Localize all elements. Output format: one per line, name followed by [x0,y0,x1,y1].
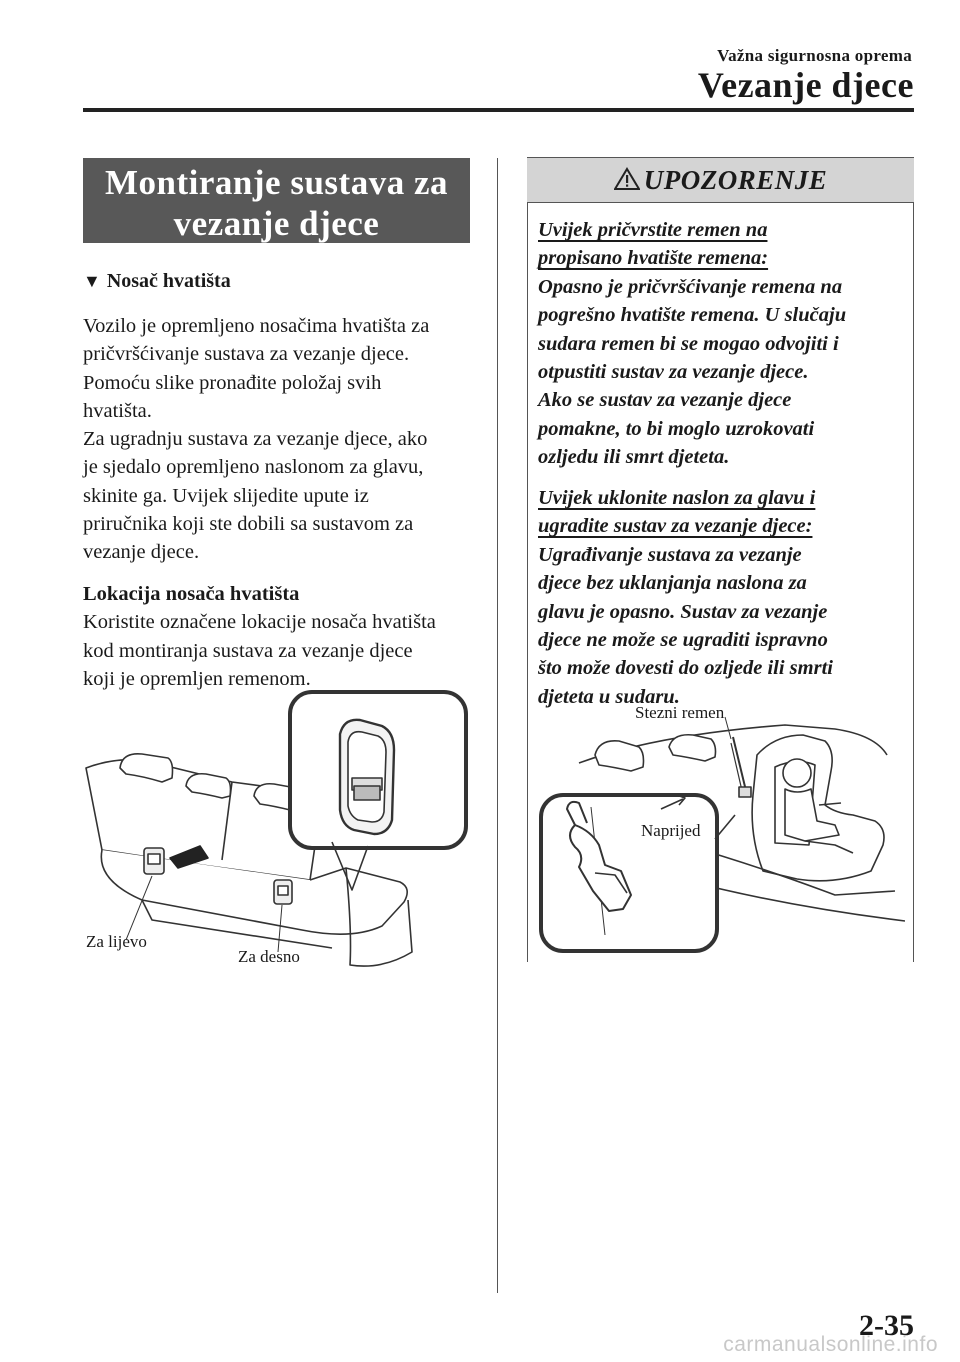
rear-seat-illustration [85,690,468,967]
intro-paragraph: Vozilo je opremljeno nosačima hvatišta z… [83,312,483,567]
warning-block-1-title: Uvijek pričvrstite remen na [538,219,768,241]
page-number: 2-35 [859,1309,914,1342]
section-title-line2: vezanje djece [173,204,380,243]
text-line: sudara remen bi se mogao odvojiti i [538,332,839,355]
text-line: ozljedu ili smrt djeteta. [538,446,730,469]
header-rule [83,108,914,112]
tether-strap-figure: Stezni remen Naprijed [535,695,906,955]
text-line: priručnika koji ste dobili sa sustavom z… [83,513,414,536]
location-paragraph: Lokacija nosača hvatišta Koristite označ… [83,580,483,693]
watermark: carmanualsonline.info [723,1333,938,1356]
section-title: Montiranje sustava za vezanje djece [83,158,470,243]
warning-heading-text: UPOZORENJE [643,165,828,195]
text-line: Pomoću slike pronađite položaj svih [83,371,382,394]
text-line: otpustiti sustav za vezanje djece. [538,361,809,384]
text-line: kod montiranja sustava za vezanje djece [83,639,413,662]
warning-triangle-icon [612,160,641,204]
text-line: skinite ga. Uvijek slijedite upute iz [83,484,369,507]
triangle-down-icon: ▼ [83,271,101,291]
subheading-text: Nosač hvatišta [106,270,231,292]
text-line: koji je opremljen remenom. [83,667,311,690]
text-line: hvatišta. [83,399,152,422]
text-line: vezanje djece. [83,541,200,564]
text-line: djece bez uklanjanja naslona za [538,572,807,595]
text-line: Opasno je pričvršćivanje remena na [538,275,843,298]
label-forward: Naprijed [641,821,701,840]
text-line: Ugrađivanje sustava za vezanje [538,543,802,566]
text-line: što može dovesti do ozljede ili smrti [538,657,833,680]
text-line: glavu je opasno. Sustav za vezanje [538,600,828,623]
text-line: Za ugradnju sustava za vezanje djece, ak… [83,428,428,451]
warning-box: UPOZORENJE Uvijek pričvrstite remen na p… [527,157,914,962]
text-line: pomakne, to bi moglo uzrokovati [538,417,815,440]
text-line: pričvršćivanje sustava za vezanje djece. [83,343,410,366]
anchor-location-figure: Za lijevo Za desno [82,690,470,975]
child-seat-illustration [539,716,906,953]
warning-block-2: Uvijek uklonite naslon za glavu i ugradi… [538,484,906,711]
label-left-anchor: Za lijevo [86,932,147,951]
subheading: ▼Nosač hvatišta [83,270,231,293]
text-line: djeteta u sudaru. [538,685,680,708]
header-section: Važna sigurnosna oprema [717,46,912,65]
section-title-line1: Montiranje sustava za [105,163,448,202]
warning-block-2-title: ugradite sustav za vezanje djece: [538,515,813,538]
text-line: Koristite označene lokacije nosača hvati… [83,611,436,634]
label-tether-strap: Stezni remen [635,703,725,722]
warning-block-2-title: Uvijek uklonite naslon za glavu i [538,487,816,509]
header-chapter: Vezanje djece [697,65,914,105]
location-heading: Lokacija nosača hvatišta [83,583,300,605]
column-divider [497,158,498,1293]
warning-block-1-title: propisano hvatište remena: [538,247,769,270]
label-right-anchor: Za desno [238,947,300,966]
warning-block-1: Uvijek pričvrstite remen na propisano hv… [538,216,906,472]
text-line: Vozilo je opremljeno nosačima hvatišta z… [83,315,430,337]
text-line: djece ne može se ugraditi ispravno [538,629,828,652]
text-line: pogrešno hvatište remena. U slučaju [538,304,847,327]
warning-heading: UPOZORENJE [527,158,914,203]
text-line: Ako se sustav za vezanje djece [538,389,792,412]
text-line: je sjedalo opremljeno naslonom za glavu, [83,456,424,479]
